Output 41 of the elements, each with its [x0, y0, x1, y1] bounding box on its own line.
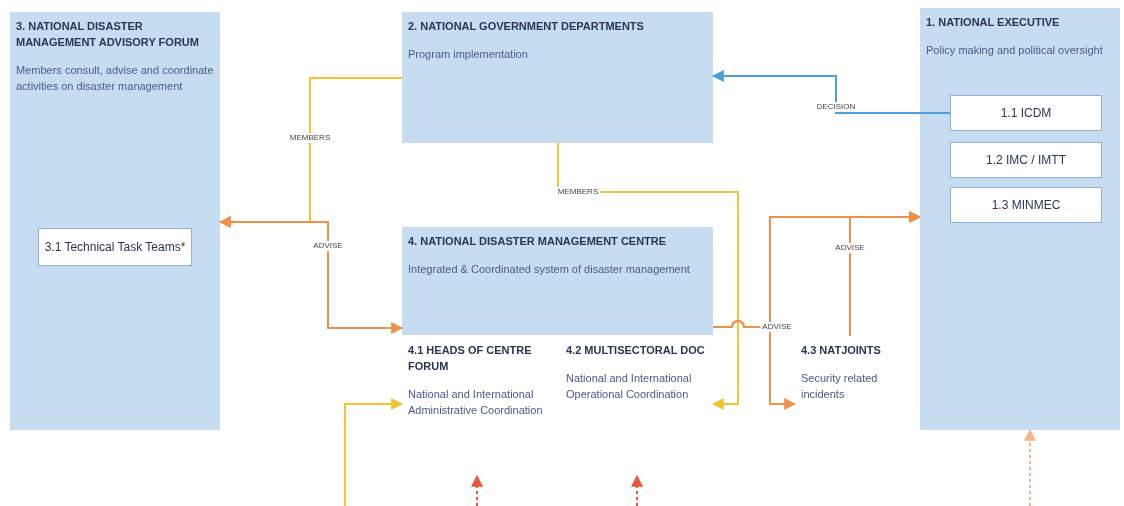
box-description: Integrated & Coordinated system of disaster management — [408, 262, 691, 277]
box-description: National and International Operational Coordination — [566, 371, 693, 402]
arrow — [849, 211, 922, 337]
sub-title: 1.1 ICDM — [999, 105, 1053, 121]
box-description: Members consult, advise and coordinate activities on disaster management — [16, 63, 214, 94]
box-title: 4. NATIONAL DISASTER MANAGEMENT CENTRE — [408, 234, 668, 249]
group-box — [402, 12, 713, 143]
arrow — [711, 70, 951, 114]
edge-label: ADVISE — [311, 241, 345, 251]
group-box — [402, 227, 713, 335]
box-title: 1. NATIONAL EXECUTIVE — [926, 15, 1061, 30]
box-title: 3. NATIONAL DISASTER MANAGEMENT ADVISORY FORUM — [16, 19, 200, 50]
box-description: Security related incidents — [801, 371, 879, 402]
sub-box — [38, 228, 192, 266]
edge-label: MEMBERS — [287, 133, 333, 143]
arrow — [1024, 428, 1036, 506]
sub-title: 1.2 IMC / IMTT — [985, 152, 1067, 168]
box-title: 4.3 NATJOINTS — [801, 343, 882, 358]
sub-box — [950, 95, 1102, 131]
box-description: Policy making and political oversight — [926, 43, 1104, 58]
arrow — [344, 398, 404, 506]
arrow — [218, 216, 404, 334]
arrow — [557, 142, 739, 410]
edge-label: DECISION — [814, 102, 858, 112]
arrow — [712, 320, 797, 410]
group-box — [920, 8, 1120, 430]
edge-label: ADVISE — [833, 243, 867, 253]
box-description: National and International Administrative Coordination — [408, 387, 544, 418]
box-title: 4.1 HEADS OF CENTRE FORUM — [408, 343, 533, 374]
sub-title: 3.1 Technical Task Teams* — [43, 239, 187, 255]
sub-title: 1.3 MINMEC — [990, 197, 1062, 213]
box-description: Program implementation — [408, 47, 529, 62]
edge-label: MEMBERS — [555, 187, 601, 197]
box-title: 2. NATIONAL GOVERNMENT DEPARTMENTS — [408, 19, 645, 34]
edge-label: ADVISE — [760, 322, 794, 332]
arrow — [631, 474, 643, 506]
group-box — [10, 12, 220, 430]
sub-box — [950, 142, 1102, 178]
sub-box — [950, 187, 1102, 223]
arrow — [471, 474, 483, 506]
box-title: 4.2 MULTISECTORAL DOC — [566, 343, 706, 358]
